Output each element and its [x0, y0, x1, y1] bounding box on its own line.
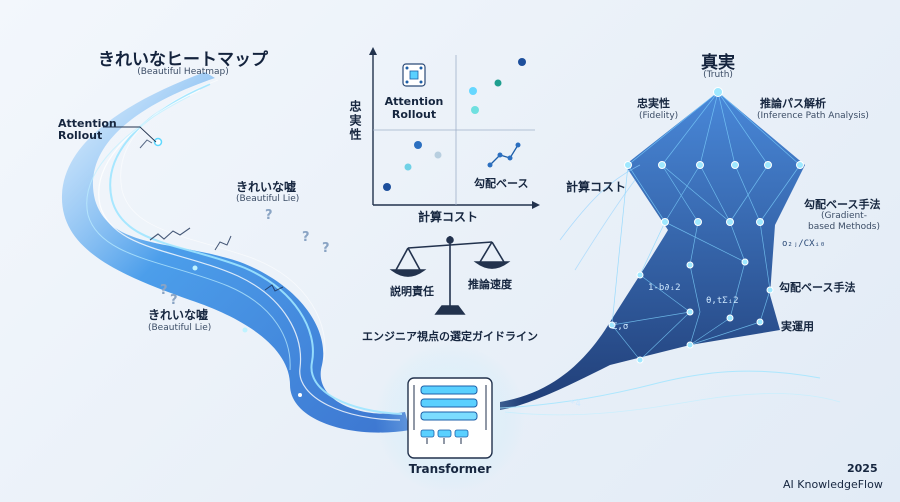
inference-path-sub: (Inference Path Analysis): [757, 111, 869, 121]
gradient-methods-sub: (Gradient- based Methods): [808, 211, 880, 232]
question-mark: ?: [265, 208, 273, 223]
plot-x-axis-label: 計算コスト: [417, 210, 478, 224]
fidelity-label: 忠実性: [637, 97, 670, 110]
question-mark: ?: [322, 241, 330, 256]
truth-subtitle: (Truth): [703, 70, 733, 80]
formula-annotation: *4: [570, 399, 581, 409]
compute-cost-label: 計算コスト: [566, 180, 627, 194]
gradient-methods-label-2: 勾配ベース手法: [779, 281, 856, 294]
footer-year: 2025: [847, 462, 878, 475]
beautiful-lie-top-sub: (Beautiful Lie): [236, 194, 300, 204]
formula-annotation: 1-b∂ᵢ2: [648, 283, 681, 293]
inference-path-label: 推論パス解析: [760, 97, 826, 110]
heatmap-title: きれいなヒートマップ: [98, 50, 268, 70]
attention-rollout-left-label: Attention Rollout: [58, 117, 117, 142]
truth-title: 真実: [701, 53, 735, 73]
practical-use-label: 実運用: [781, 320, 814, 333]
plot-gradient-label: 勾配ベース: [474, 177, 529, 190]
beautiful-lie-bottom-label: きれいな嘘: [148, 308, 209, 322]
formula-annotation: o₂ⱼ/CXᵢ₀: [782, 239, 826, 249]
heatmap-river: [61, 72, 410, 433]
scale-accountability-label: 説明責任: [390, 285, 434, 298]
beautiful-lie-top-label: きれいな嘘: [236, 180, 297, 194]
gradient-methods-label: 勾配ベース手法: [804, 198, 881, 211]
truth-network: [499, 87, 841, 416]
plot-attention-rollout-label: Attention Rollout: [384, 95, 444, 121]
formula-annotation: θ,tΣᵢ2: [706, 296, 739, 306]
beautiful-lie-bottom-sub: (Beautiful Lie): [148, 323, 212, 333]
question-mark: ?: [302, 230, 310, 245]
transformer-block: [375, 343, 525, 493]
fidelity-sub: (Fidelity): [639, 111, 679, 121]
question-mark: ?: [160, 283, 168, 298]
scatter-plot: [369, 47, 540, 209]
balance-scale: [389, 236, 511, 315]
question-mark: ?: [170, 293, 178, 308]
heatmap-subtitle: (Beautiful Heatmap): [137, 67, 229, 77]
selection-guideline: エンジニア視点の選定ガイドライン: [362, 330, 538, 343]
formula-annotation: Σ,σ: [612, 322, 629, 332]
footer-brand: AI KnowledgeFlow: [783, 478, 883, 491]
plot-y-axis-label: 忠実性: [348, 100, 362, 142]
scale-inference-speed-label: 推論速度: [468, 278, 512, 291]
transformer-label: Transformer: [408, 462, 492, 476]
